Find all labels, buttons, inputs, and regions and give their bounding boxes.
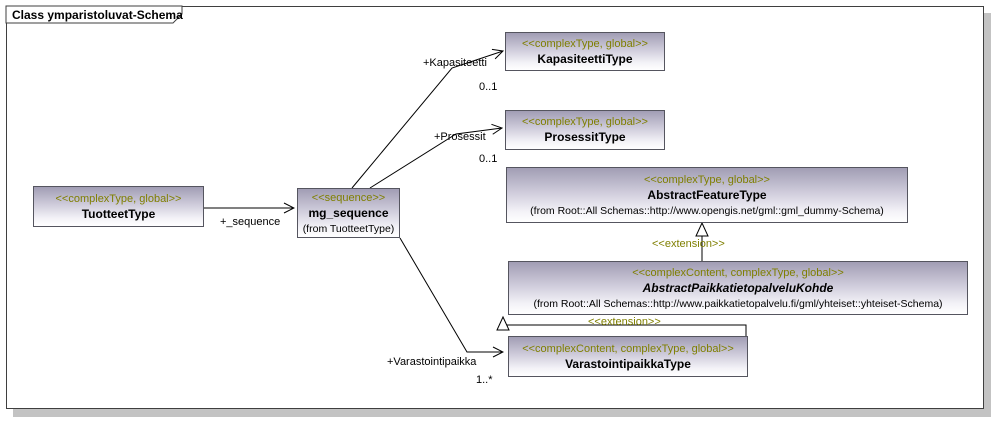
class-prosessittype[interactable]: <<complexType, global>> ProsessitType — [505, 110, 665, 150]
class-name: AbstractPaikkatietopalveluKohde — [642, 280, 834, 295]
class-varastointipaikkatype[interactable]: <<complexContent, complexType, global>> … — [508, 336, 748, 377]
multiplicity-kapasiteetti: 0..1 — [479, 81, 498, 93]
hollow-triangle-icon — [695, 221, 709, 237]
generalization-kohde-to-abstractfeature[interactable] — [695, 221, 709, 262]
stereotype-label: <<complexType, global>> — [644, 173, 770, 186]
association-prosessit[interactable] — [369, 128, 502, 189]
role-label-kapasiteetti: +Kapasiteetti — [423, 57, 487, 69]
class-from-label: (from Root::All Schemas::http://www.open… — [530, 204, 884, 217]
class-name: AbstractFeatureType — [647, 187, 767, 202]
hollow-triangle-icon — [496, 315, 510, 331]
class-name: ProsessitType — [544, 130, 626, 144]
class-name: KapasiteettiType — [537, 51, 633, 66]
role-label-varastointipaikka: +Varastointipaikka — [387, 356, 477, 368]
stereotype-label: <<complexType, global>> — [55, 192, 182, 205]
stereotype-label: <<complexType, global>> — [522, 37, 648, 50]
extension-stereotype-feature: <<extension>> — [652, 238, 725, 250]
class-name: VarastointipaikkaType — [565, 356, 691, 371]
multiplicity-varastointipaikka: 1..* — [476, 374, 493, 386]
class-abstractpaikkatietopalvelukohde[interactable]: <<complexContent, complexType, global>> … — [508, 261, 968, 315]
class-mg-sequence[interactable]: <<sequence>> mg_sequence (from TuotteetT… — [297, 188, 400, 238]
stereotype-label: <<sequence>> — [311, 191, 386, 204]
class-from-label: (from TuotteetType) — [302, 222, 395, 235]
diagram-title: Class ymparistoluvat-Schema — [12, 8, 183, 22]
frame-shadow-right — [982, 13, 991, 417]
frame-shadow-bottom — [13, 407, 991, 417]
class-name: mg_sequence — [308, 205, 389, 220]
generalization-varastointi-to-kohde[interactable] — [496, 315, 747, 336]
extension-stereotype-kohde: <<extension>> — [588, 316, 661, 328]
class-name: TuotteetType — [81, 206, 156, 221]
association-kapasiteetti[interactable] — [351, 51, 503, 189]
stereotype-label: <<complexContent, complexType, global>> — [632, 266, 844, 279]
class-from-label: (from Root::All Schemas::http://www.paik… — [533, 297, 943, 310]
class-kapasiteettitype[interactable]: <<complexType, global>> KapasiteettiType — [505, 32, 665, 71]
frame-title-tab — [5, 5, 183, 24]
association-varastointipaikka[interactable] — [399, 237, 503, 352]
class-abstractfeaturetype[interactable]: <<complexType, global>> AbstractFeatureT… — [506, 167, 908, 223]
class-tuotteettype[interactable]: <<complexType, global>> TuotteetType — [33, 186, 204, 227]
multiplicity-prosessit: 0..1 — [479, 153, 498, 165]
role-label-sequence: +_sequence — [220, 216, 281, 228]
stereotype-label: <<complexType, global>> — [522, 116, 648, 128]
stereotype-label: <<complexContent, complexType, global>> — [522, 342, 734, 355]
role-label-prosessit: +Prosessit — [434, 131, 486, 143]
